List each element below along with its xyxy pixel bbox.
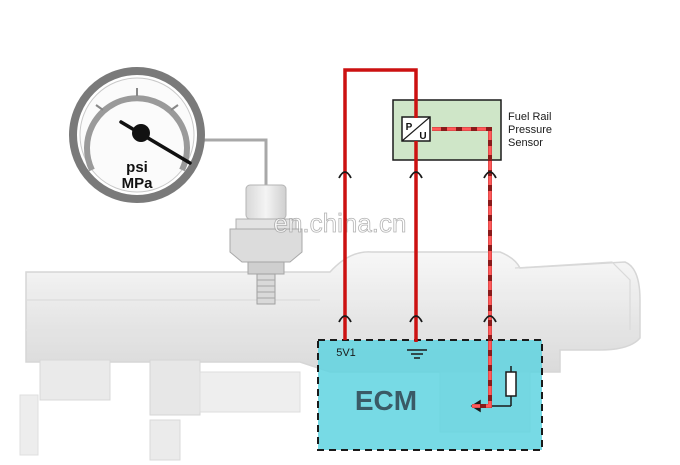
connector-lower-gnd (409, 315, 423, 323)
connector-upper-5v (338, 171, 352, 179)
gauge-unit-mpa: MPa (122, 175, 154, 192)
gauge-scale-arc (84, 95, 190, 172)
pu-symbol-u: U (419, 131, 426, 142)
wiring (343, 68, 492, 408)
pu-symbol-p: P (406, 122, 413, 133)
sensor-label-line-3: Sensor (508, 137, 543, 149)
ecm-title: ECM (355, 385, 417, 416)
sensor-label-line-1: Fuel Rail (508, 111, 551, 123)
connector-lower-5v (338, 315, 352, 323)
ecm-supply-label: 5V1 (336, 347, 356, 359)
gauge-needle (119, 120, 192, 165)
ecm-module: ECM 5V1 (317, 339, 543, 451)
gauge-hub (132, 124, 150, 142)
connector-upper-sig (483, 171, 497, 179)
watermark: en.china.cn (274, 208, 407, 238)
connector-upper-gnd (409, 171, 423, 179)
ground-symbol (407, 349, 427, 359)
connectors (338, 171, 497, 323)
pressure-gauge: psi MPa (69, 67, 205, 203)
gauge-pipe (200, 138, 268, 185)
pressure-sender (229, 184, 303, 305)
gauge-unit-psi: psi (126, 159, 148, 176)
sensor-label-line-2: Pressure (508, 124, 552, 136)
wire-5v-reference (343, 68, 418, 340)
connector-lower-sig (483, 315, 497, 323)
